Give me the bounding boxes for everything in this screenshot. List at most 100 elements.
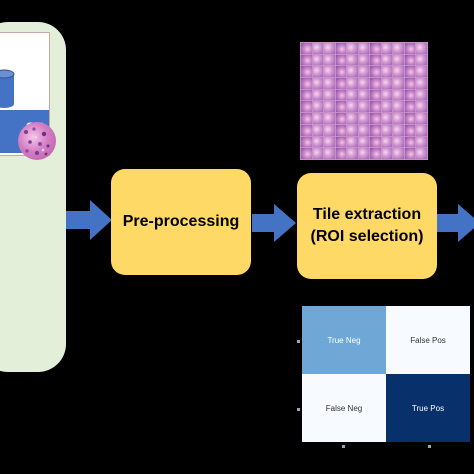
tile — [393, 148, 404, 159]
tile — [347, 54, 358, 66]
tile — [416, 66, 427, 78]
tile — [301, 148, 312, 159]
tile — [301, 43, 312, 54]
preprocessing-step: Pre-processing — [111, 169, 251, 275]
tile — [312, 148, 324, 159]
tile — [347, 66, 358, 78]
tile — [404, 54, 416, 66]
tile — [301, 66, 312, 78]
tile — [370, 78, 381, 89]
tile — [416, 136, 427, 148]
tile — [301, 89, 312, 101]
tile — [381, 113, 393, 124]
tile — [324, 78, 335, 89]
tile — [312, 124, 324, 136]
tile — [324, 136, 335, 148]
tile — [312, 89, 324, 101]
tile — [358, 43, 370, 54]
tile — [393, 101, 404, 113]
axis-tick — [297, 408, 300, 411]
tile — [324, 54, 335, 66]
cm-cell-false-neg: False Neg — [302, 374, 386, 442]
cm-cell-false-pos: False Pos — [386, 306, 470, 374]
tile — [347, 136, 358, 148]
tile — [358, 101, 370, 113]
axis-tick — [428, 445, 431, 448]
tile — [312, 113, 324, 124]
tile — [335, 43, 347, 54]
tile — [358, 66, 370, 78]
tile — [393, 54, 404, 66]
tile — [381, 148, 393, 159]
tile — [370, 54, 381, 66]
tile — [381, 43, 393, 54]
tile — [370, 66, 381, 78]
tile — [335, 66, 347, 78]
tile — [416, 54, 427, 66]
cm-cell-true-neg: True Neg — [302, 306, 386, 374]
tile-extraction-label: Tile extraction — [312, 206, 422, 223]
arrow-right-icon — [252, 204, 296, 242]
arrow-right-icon — [436, 204, 474, 242]
tile-grid-image — [300, 42, 428, 160]
tile — [370, 43, 381, 54]
tile — [416, 78, 427, 89]
tile — [301, 124, 312, 136]
tile — [335, 124, 347, 136]
tile — [393, 124, 404, 136]
tile — [335, 148, 347, 159]
tile-extraction-step: Tile extraction (ROI selection) — [297, 173, 437, 279]
tile — [312, 136, 324, 148]
tile — [416, 101, 427, 113]
tile — [312, 101, 324, 113]
tile — [381, 66, 393, 78]
tile — [404, 113, 416, 124]
tile — [324, 113, 335, 124]
tile — [301, 78, 312, 89]
tile — [347, 78, 358, 89]
tile — [335, 54, 347, 66]
tile — [370, 113, 381, 124]
tile — [370, 101, 381, 113]
tile — [312, 66, 324, 78]
tile — [370, 89, 381, 101]
tile — [312, 43, 324, 54]
tile — [347, 124, 358, 136]
tile — [404, 66, 416, 78]
tile — [324, 124, 335, 136]
tile — [381, 89, 393, 101]
tile — [404, 43, 416, 54]
tile — [324, 43, 335, 54]
tile — [358, 113, 370, 124]
tile — [301, 113, 312, 124]
tile — [381, 101, 393, 113]
tile — [404, 124, 416, 136]
tile — [335, 113, 347, 124]
tile — [404, 101, 416, 113]
roi-selection-label: (ROI selection) — [310, 228, 424, 245]
tile — [416, 89, 427, 101]
tile — [393, 89, 404, 101]
tile — [358, 89, 370, 101]
tile — [416, 43, 427, 54]
tile — [381, 54, 393, 66]
tile — [324, 89, 335, 101]
tile — [335, 89, 347, 101]
tile — [335, 101, 347, 113]
axis-tick — [342, 445, 345, 448]
tile — [358, 124, 370, 136]
preprocessing-label: Pre-processing — [122, 213, 240, 230]
tile — [301, 101, 312, 113]
tile — [404, 136, 416, 148]
tile — [301, 136, 312, 148]
tile — [393, 78, 404, 89]
arrow-right-icon — [66, 200, 112, 240]
tile — [393, 66, 404, 78]
tile — [370, 136, 381, 148]
tile — [312, 78, 324, 89]
tile — [335, 78, 347, 89]
tile — [358, 136, 370, 148]
tile — [347, 89, 358, 101]
tile — [347, 101, 358, 113]
tile — [393, 136, 404, 148]
